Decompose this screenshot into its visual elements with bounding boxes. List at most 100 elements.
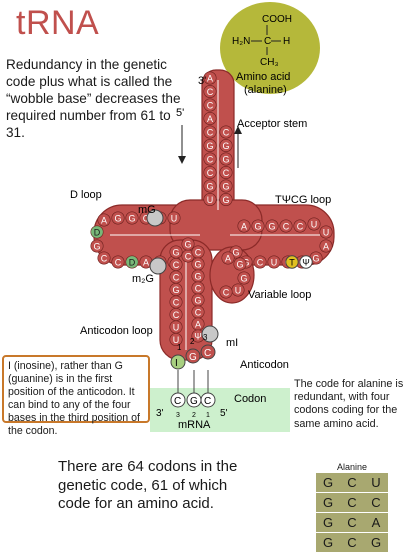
d-loop-base-circle <box>125 211 139 225</box>
d-loop-base-letter: C <box>101 254 108 264</box>
acceptor-base-letter: U <box>207 195 214 205</box>
variable-base-letter: C <box>223 288 230 298</box>
ac-stem-base-letter: G <box>172 285 179 295</box>
formula-top: COOH <box>262 14 292 25</box>
codon-letter-2: G <box>190 396 198 407</box>
pos-3: 3 <box>203 333 208 342</box>
t-loop-base-letter: C <box>283 222 290 232</box>
label-anticodon: Anticodon <box>240 359 289 371</box>
codon-letter-1: C <box>174 396 181 407</box>
ac-stem-base-letter: G <box>194 296 201 306</box>
acceptor-base-letter: C <box>207 155 214 165</box>
mi-base <box>201 325 219 343</box>
t-loop-base-circle <box>319 239 333 253</box>
t-loop-base-circle <box>237 219 251 233</box>
codon-num-1: 3 <box>176 412 180 419</box>
acceptor-base-letter: A <box>207 74 213 84</box>
t-loop-special-letter: T <box>289 258 295 268</box>
t-loop-base-circle <box>279 219 293 233</box>
acceptor-base-circle <box>203 85 217 99</box>
acceptor-base-letter: C <box>207 128 214 138</box>
ac-stem-base-letter: G <box>194 260 201 270</box>
anticodon-letter-1: I <box>175 358 178 369</box>
t-loop-base-letter: C <box>257 258 264 268</box>
acceptor-base-letter: G <box>222 182 229 192</box>
anticodon-base-1 <box>170 354 186 370</box>
ac-stem-base-letter: G <box>194 272 201 282</box>
table-cell: C <box>347 515 357 530</box>
table-cell: G <box>370 535 382 550</box>
codon-diagram: C G C 3 2 1 3' 5' Codon mRNA <box>156 370 266 431</box>
acceptor-base-circle <box>203 152 217 166</box>
d-loop-base-circle <box>90 239 104 253</box>
acceptor-base-circle <box>203 166 217 180</box>
bottom-note: There are 64 codons in the genetic code,… <box>58 458 238 512</box>
label-3prime: 3' <box>198 75 206 87</box>
acceptor-base-circle <box>203 193 217 207</box>
alanine-table: Alanine G C U G C C G C A G C G <box>316 462 388 553</box>
d-loop-base-circle <box>167 211 181 225</box>
alanine-table-title: Alanine <box>336 462 368 472</box>
formula-left: H₂N <box>232 36 250 47</box>
t-loop-base-circle <box>307 217 321 231</box>
label-mg: mG <box>138 204 156 216</box>
acceptor-base-circle <box>203 98 217 112</box>
acceptor-base-circle <box>219 125 233 139</box>
variable-base-letter: G <box>236 260 243 270</box>
formula-c: C <box>264 36 271 47</box>
pos-1: 1 <box>177 343 182 352</box>
variable-base-circle <box>237 271 251 285</box>
alanine-note: The code for alanine is redundant, with … <box>294 378 404 430</box>
label-tpsicg-loop: TΨCG loop <box>275 194 331 206</box>
t-loop-base-letter: U <box>271 258 278 268</box>
acceptor-base-letter: G <box>222 141 229 151</box>
d-loop-base-letter: D <box>94 228 101 238</box>
variable-base-letter: U <box>235 286 242 296</box>
ac-stem-base-circle <box>169 332 183 346</box>
codon-num-2: 2 <box>192 412 196 419</box>
ac-stem-base-letter: C <box>173 310 180 320</box>
table-cell: G <box>322 495 334 510</box>
variable-base-letter: A <box>225 254 231 264</box>
amino-acid-ellipse <box>220 2 320 94</box>
m2g-base <box>149 257 167 275</box>
d-loop-base-circle <box>90 225 104 239</box>
d-loop-base-letter: C <box>143 214 150 224</box>
t-loop-base-letter: A <box>241 222 247 232</box>
variable-base-circle <box>219 285 233 299</box>
acceptor-base-letter: G <box>222 195 229 205</box>
codon-letter-3: C <box>204 396 211 407</box>
t-loop-base-letter: G <box>232 248 239 258</box>
label-variable-loop: Variable loop <box>248 289 311 301</box>
t-loop-base-circle <box>265 219 279 233</box>
t-loop-base-circle <box>251 219 265 233</box>
table-cell: A <box>371 515 381 530</box>
t-loop-base-letter: G <box>268 222 275 232</box>
anticodon-letter-2: G <box>189 352 197 363</box>
t-loop-base-letter: C <box>297 222 304 232</box>
formula-right: H <box>283 36 290 47</box>
pos-2: 2 <box>190 337 195 346</box>
table-cell: C <box>347 495 357 510</box>
d-loop-base-letter: G <box>93 242 100 252</box>
d-loop-base-circle <box>181 237 195 251</box>
table-cell: G <box>322 475 334 490</box>
intro-text: Redundancy in the genetic code plus what… <box>6 57 181 140</box>
d-loop-base-letter: C <box>115 258 122 268</box>
d-loop-base-circle <box>97 213 111 227</box>
acceptor-base-circle <box>203 125 217 139</box>
t-loop-base-letter: U <box>311 220 318 230</box>
acceptor-base-circle <box>219 193 233 207</box>
d-loop-base-circle <box>111 211 125 225</box>
table-row: G C C <box>316 493 388 512</box>
t-loop-special-circle <box>285 255 299 269</box>
acceptor-base-circle <box>219 152 233 166</box>
d-loop-base-letter: U <box>171 214 178 224</box>
page-title: tRNA <box>16 4 100 42</box>
anticodon-base-2 <box>185 348 201 364</box>
label-mi: mI <box>226 337 238 349</box>
t-loop-base-circle <box>267 255 281 269</box>
formula-bottom: CH₃ <box>260 57 279 68</box>
